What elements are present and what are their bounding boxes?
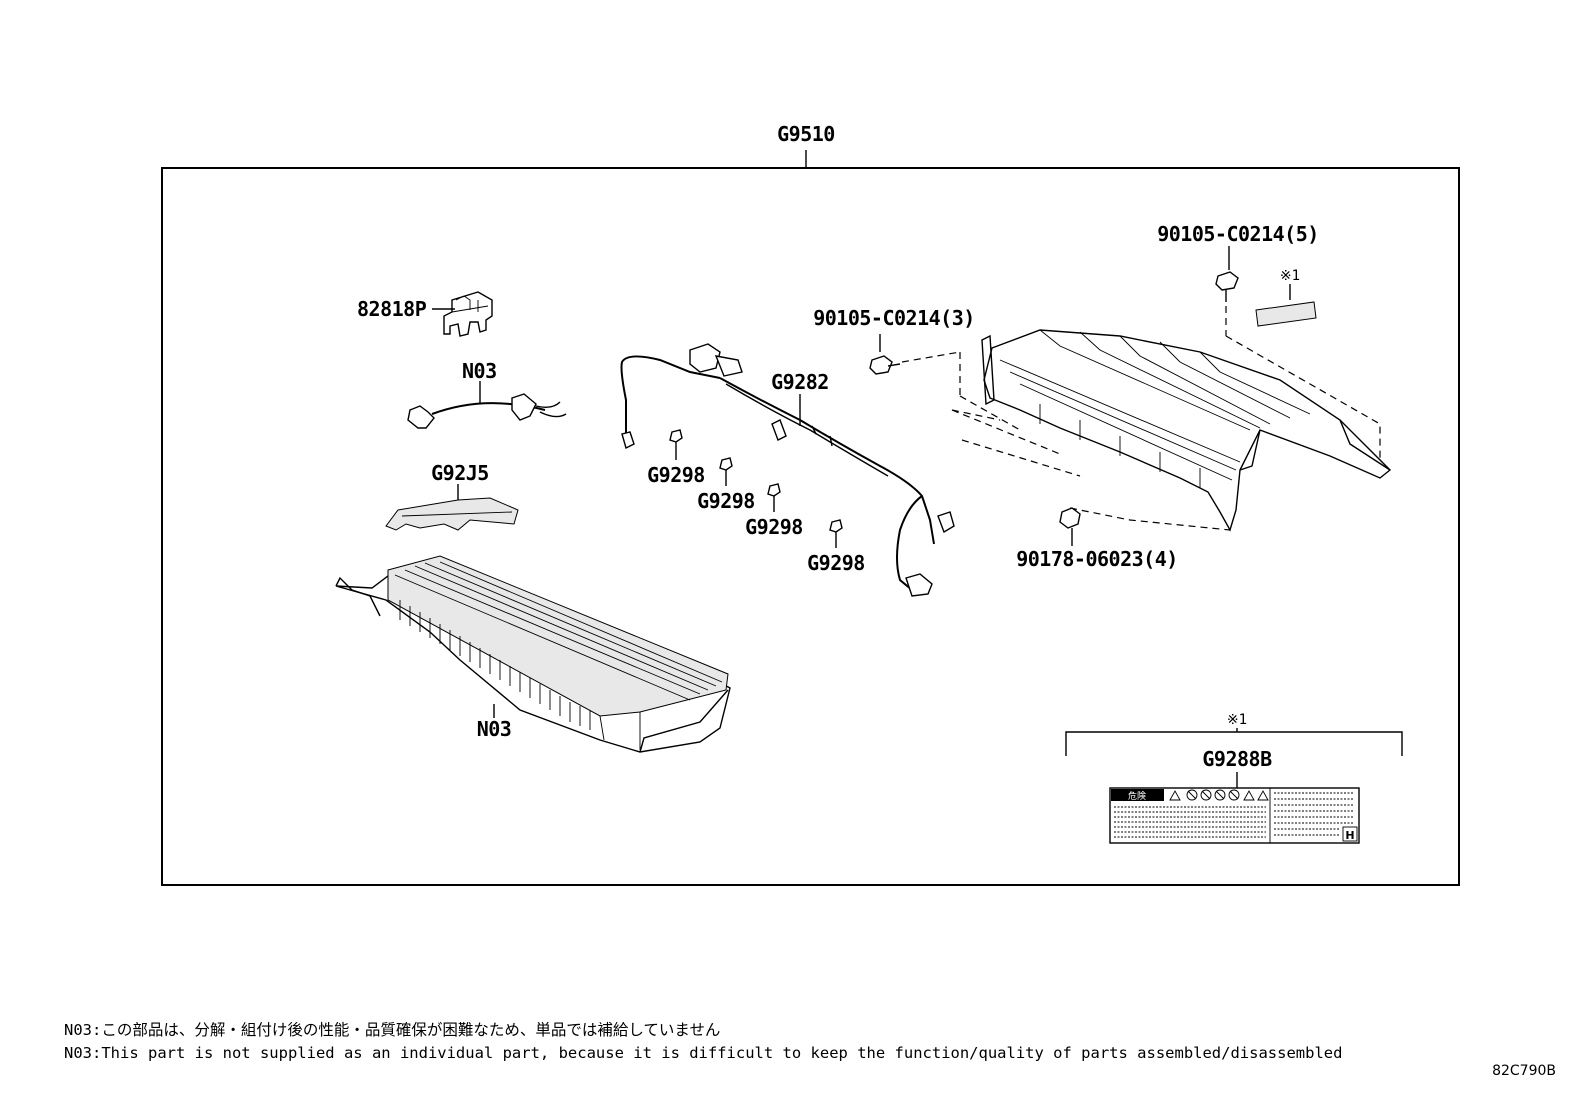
cell-stack-lines [399,600,591,730]
battery-module-n03[interactable] [335,555,731,753]
caution-label-g9288b[interactable]: 危険 H [1109,787,1360,844]
assembly-frame [161,150,1460,886]
cover-plate-g92j5[interactable] [385,484,519,531]
label-bolt-front: 90105-C0214(3) [813,306,975,330]
label-clip-4: G9298 [807,551,865,575]
battery-cover[interactable] [951,329,1392,532]
hazard-symbols [1169,789,1269,801]
assembly-label: G9510 [777,122,835,146]
note-japanese: N03:この部品は、分解・組付け後の性能・品質確保が困難なため、単品では補給して… [64,1021,721,1039]
note-english: N03:This part is not supplied as an indi… [64,1044,1343,1062]
label-n03-module: N03 [477,717,512,741]
label-clip-2: G9298 [697,489,755,513]
figure-code: 82C790B [1492,1063,1556,1079]
clip-g9298-1[interactable] [669,429,683,460]
harness-n03[interactable] [407,381,567,429]
wire-harness-g9282[interactable] [620,343,955,597]
label-nut-bottom: 90178-06023(4) [1016,547,1178,571]
clip-g9298-4[interactable] [829,519,843,548]
note-bracket-box [1065,728,1403,756]
label-clip-3: G9298 [745,515,803,539]
label-bolt-top: 90105-C0214(5) [1157,222,1319,246]
corner-letter: H [1345,829,1354,842]
nut-90178[interactable] [1059,507,1081,546]
warning-header [1111,789,1164,801]
label-n03-harness: N03 [462,359,497,383]
bracket-82818p[interactable] [432,291,493,337]
bolt-90105-front[interactable] [869,334,961,375]
label-sticker-mark[interactable] [1255,284,1317,327]
note-mark-top: ※1 [1280,268,1300,284]
label-g92j5: G92J5 [431,461,489,485]
warning-word: 危険 [1128,790,1146,802]
label-82818p: 82818P [357,297,427,321]
label-g9282: G9282 [771,370,829,394]
label-g9288b: G9288B [1202,747,1272,771]
clip-g9298-3[interactable] [767,483,781,512]
label-clip-1: G9298 [647,463,705,487]
caution-text-block [1114,792,1354,838]
note-mark-box: ※1 [1227,712,1247,728]
clip-g9298-2[interactable] [719,457,733,486]
bolt-90105-top[interactable] [1215,246,1239,336]
